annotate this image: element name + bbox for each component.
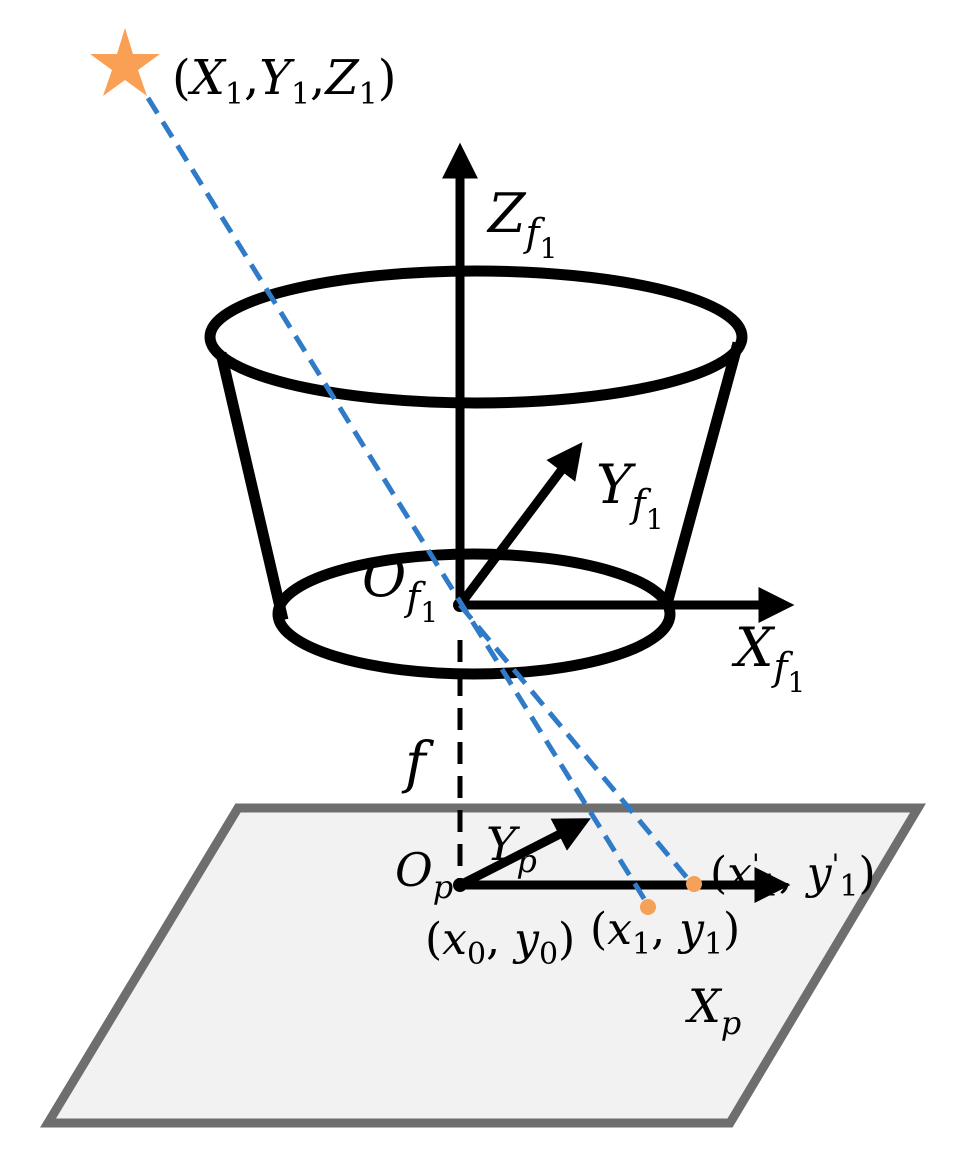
plane-y-axis — [457, 818, 591, 890]
lens-top-ellipse — [204, 265, 748, 409]
x-axis-label: Xf1 — [731, 616, 805, 699]
focal-length-label: f — [401, 731, 435, 796]
ray-to-image-point-prime — [458, 603, 695, 887]
camera-axes — [442, 142, 795, 623]
image-point-label: (x1, y1) — [590, 904, 740, 962]
plane-axes — [457, 818, 791, 903]
lens-right-side — [662, 341, 744, 602]
image-point-dot — [640, 899, 656, 915]
y-axis — [456, 442, 583, 608]
origin-p-dot — [453, 878, 467, 892]
z-axis-label: Zf1 — [486, 182, 557, 265]
y-axis-label: Yf1 — [596, 453, 664, 536]
camera-lens — [204, 265, 748, 680]
principal-point-label: (x0, y0) — [425, 914, 575, 972]
plane-x-axis-label: Xp — [685, 979, 741, 1042]
lens-left-side — [215, 351, 289, 622]
plane-y-axis-label: Yp — [486, 817, 537, 880]
world-point-star-icon — [90, 28, 160, 96]
origin-f-label: Of1 — [362, 546, 438, 629]
lens-bottom-ellipse — [272, 548, 676, 680]
world-point-label: (X1,Y1,Z1) — [172, 50, 397, 112]
ray-to-image-point — [145, 96, 651, 907]
origin-p-label: Op — [395, 843, 453, 906]
image-point-prime-dot — [686, 876, 702, 892]
projection-rays — [145, 96, 695, 907]
image-point-prime-label: (x'1, y'1) — [710, 848, 876, 904]
